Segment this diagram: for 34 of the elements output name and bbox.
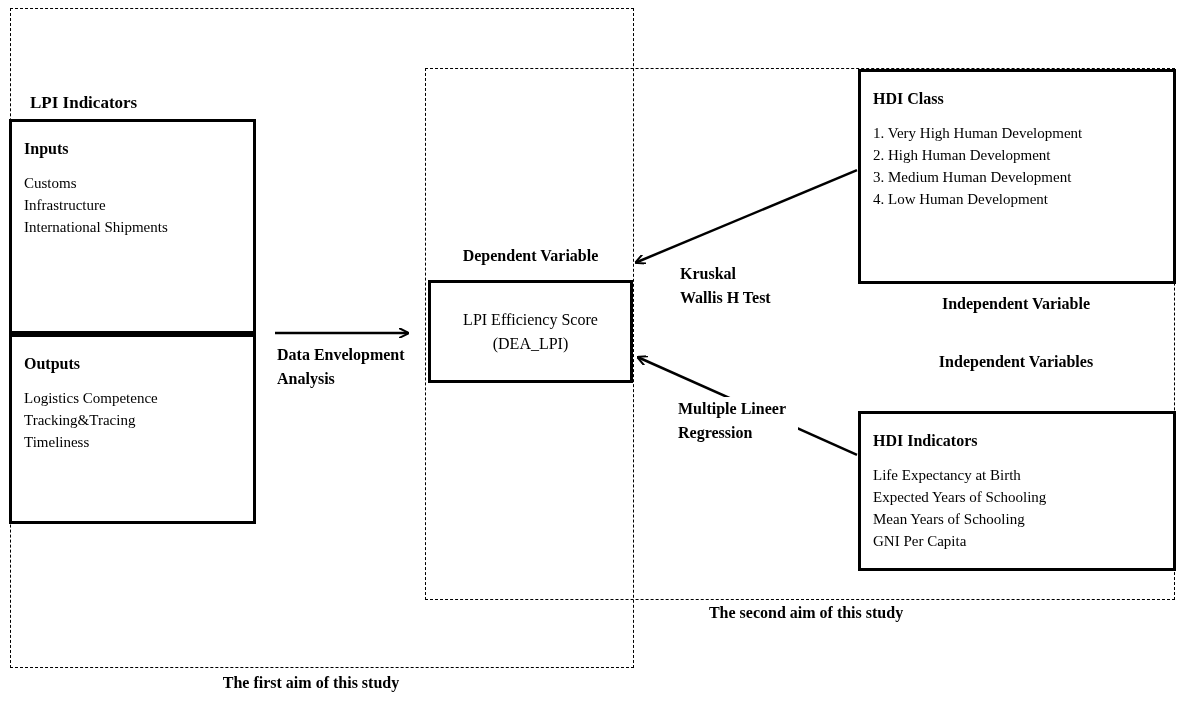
variable-box (9, 334, 256, 524)
list-item: Expected Years of Schooling (873, 488, 1048, 507)
list-item: Infrastructure (24, 196, 107, 215)
score-box (428, 280, 633, 383)
region-label: The first aim of this study (221, 673, 401, 694)
edge-label: Multiple Lineer Regression (678, 397, 798, 445)
box-heading: Inputs (24, 139, 70, 160)
region-label: The second aim of this study (707, 603, 905, 624)
list-item: Timeliness (24, 433, 91, 452)
list-item: International Shipments (24, 218, 169, 237)
arrow (275, 327, 410, 340)
variable-box (858, 411, 1176, 571)
list-item: 3. Medium Human Development (873, 168, 1073, 187)
box-heading: HDI Class (873, 89, 945, 109)
variable-box (858, 69, 1176, 284)
arrow (634, 168, 858, 265)
box-caption: Independent Variable (940, 294, 1091, 315)
list-item: Mean Years of Schooling (873, 510, 1026, 529)
list-item: Customs (24, 174, 78, 193)
box-text: LPI Efficiency Score (463, 309, 598, 331)
box-heading: Outputs (24, 354, 82, 375)
box-caption: Independent Variables (937, 352, 1095, 373)
box-heading: HDI Indicators (873, 431, 979, 451)
list-item: Life Expectancy at Birth (873, 466, 1022, 485)
box-caption: Dependent Variable (461, 246, 600, 267)
list-item: GNI Per Capita (873, 532, 968, 551)
group-heading: LPI Indicators (30, 92, 138, 114)
box-text: (DEA_LPI) (492, 333, 569, 355)
list-item: Logistics Competence (24, 389, 159, 408)
list-item: 4. Low Human Development (873, 190, 1049, 209)
list-item: 1. Very High Human Development (873, 124, 1084, 143)
list-item: 2. High Human Development (873, 146, 1052, 165)
list-item: Tracking&Tracing (24, 411, 137, 430)
variable-box (9, 119, 256, 334)
